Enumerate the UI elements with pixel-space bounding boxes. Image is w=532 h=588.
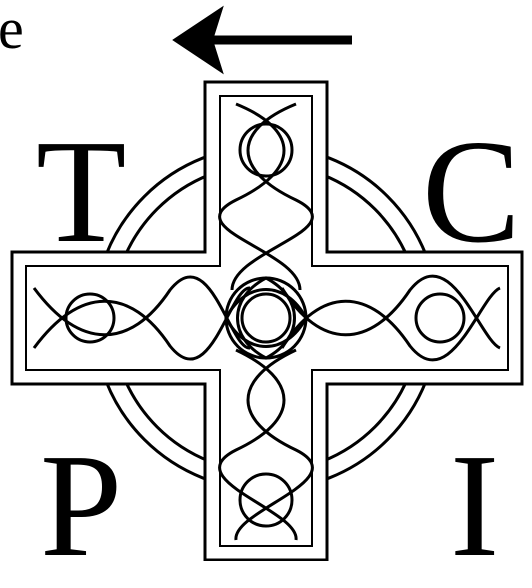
letter-c: C [422, 118, 521, 266]
celtic-cross-logo: e [0, 0, 532, 561]
left-arrow-icon [174, 8, 352, 72]
letter-i: I [450, 432, 499, 580]
letter-p: P [40, 432, 122, 580]
letter-t: T [36, 118, 126, 266]
